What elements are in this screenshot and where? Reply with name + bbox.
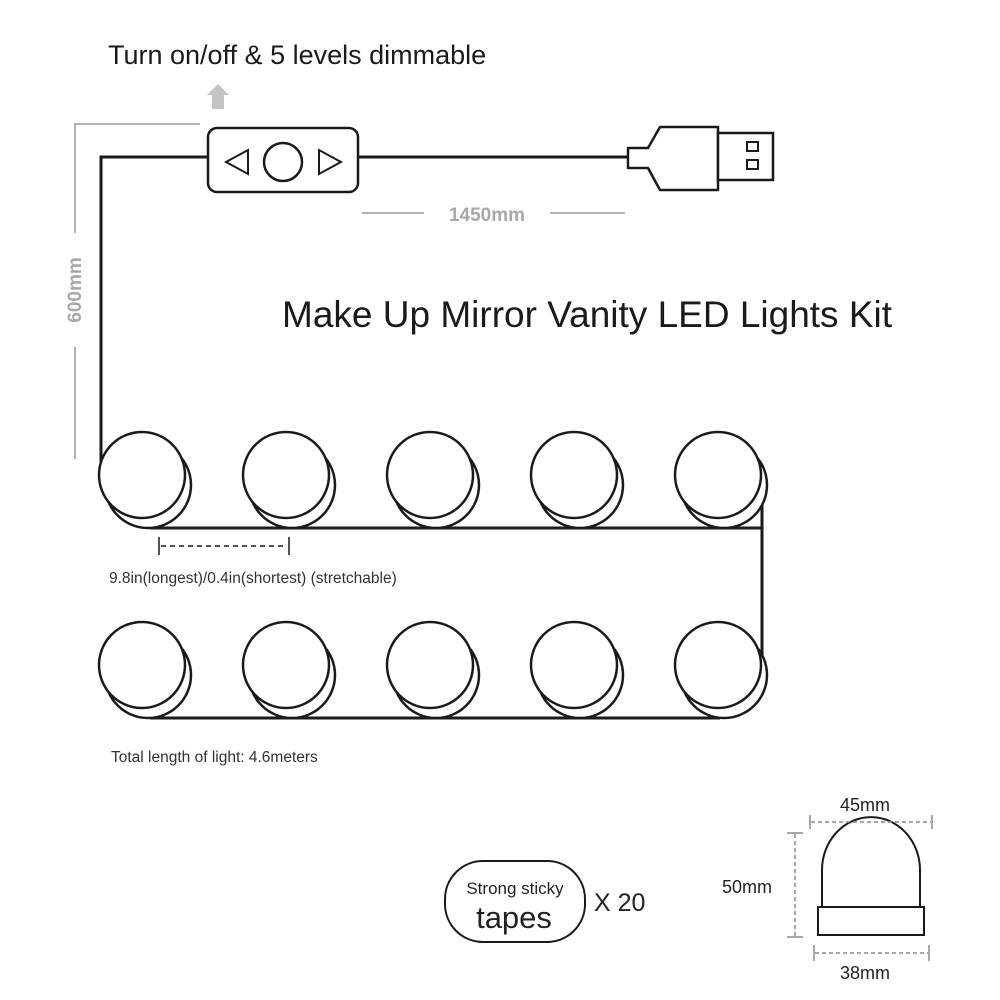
controller-box[interactable] [206,126,360,194]
bulb-width-dimension [809,815,933,829]
bulb-size-drawing [817,816,925,936]
led-bulb [241,620,337,720]
spacing-label: 9.8in(longest)/0.4in(shortest) (stretcha… [109,570,397,587]
bulb-height-dimension [787,832,803,938]
triangle-left-icon[interactable] [223,148,249,176]
led-bulb [241,430,337,530]
led-bulb [529,620,625,720]
led-bulb [529,430,625,530]
tapes-quantity: X 20 [594,889,646,917]
bulb-height-label: 50mm [722,877,773,897]
led-bulb [673,430,769,530]
led-bulb [385,430,481,530]
feature-label: Turn on/off & 5 levels dimmable [108,40,487,70]
vertical-dimension-line [74,123,200,233]
tapes-line1: Strong sticky [466,879,564,898]
total-length-label: Total length of light: 4.6meters [111,749,318,766]
bulb-base-label: 38mm [840,963,891,983]
vertical-length-label: 600mm [65,257,86,323]
product-title: Make Up Mirror Vanity LED Lights Kit [282,294,893,335]
bulb-base-dimension [813,945,930,961]
tapes-line2: tapes [476,900,552,935]
led-bulb [97,620,193,720]
spacing-dimension [158,537,290,555]
triangle-right-icon[interactable] [318,148,344,176]
up-arrow-icon [207,84,229,109]
usb-plug-icon [626,125,775,192]
led-bulb [97,430,193,530]
bulb-layer [97,430,769,720]
bulb-width-label: 45mm [840,795,891,815]
cable-length-label: 1450mm [449,205,525,226]
led-bulb [385,620,481,720]
lead-wire [99,155,208,463]
tapes-badge [444,860,586,943]
led-bulb [673,620,769,720]
power-circle-icon[interactable] [262,141,304,183]
